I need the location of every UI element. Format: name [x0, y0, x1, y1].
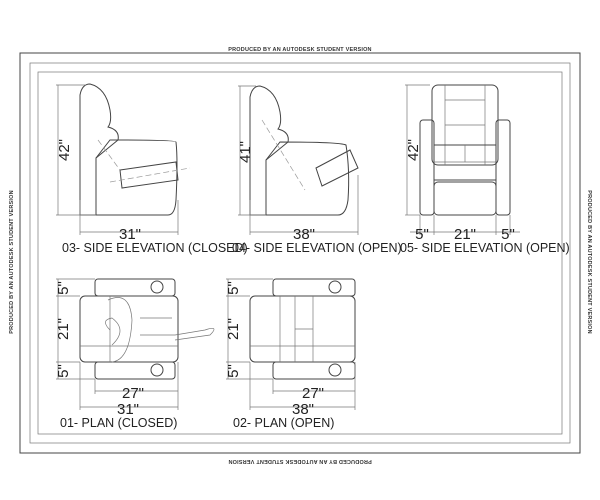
dim-height: 42"	[56, 139, 73, 161]
dim-arm-top: 5"	[225, 281, 242, 295]
view-side-elevation-05: 42" 5" 21" 5" 05- SIDE ELEVATION (OPEN)	[400, 84, 570, 255]
dim-overall: 31"	[117, 401, 139, 418]
view-title: 02- PLAN (OPEN)	[233, 416, 334, 430]
watermark-bottom: PRODUCED BY AN AUTODESK STUDENT VERSION	[228, 458, 371, 464]
dim-arm-top: 5"	[55, 281, 72, 295]
watermark-right: PRODUCED BY AN AUTODESK STUDENT VERSION	[586, 190, 592, 333]
view-plan-open: 5" 21" 5" 27" 38" 02- PLAN (OPEN)	[225, 278, 356, 430]
dim-seat: 21"	[225, 318, 242, 340]
middle-frame	[29, 62, 571, 444]
watermark-left: PRODUCED BY AN AUTODESK STUDENT VERSION	[9, 190, 15, 333]
inner-frame	[37, 71, 563, 435]
view-plan-closed: 5" 21" 5" 27" 31" 01- PLAN (CLOSED)	[55, 278, 215, 430]
dim-inner: 27"	[122, 385, 144, 402]
dim-arm-bottom: 5"	[55, 364, 72, 378]
dim-width: 31"	[119, 226, 141, 243]
dim-seat: 21"	[454, 226, 476, 243]
dim-height: 42"	[405, 139, 422, 161]
dim-seat: 21"	[55, 318, 72, 340]
dim-arm-bottom: 5"	[225, 364, 242, 378]
view-side-elevation-closed: 42" 31" 03- SIDE ELEVATION (CLOSED)	[56, 83, 248, 255]
dim-overall: 38"	[292, 401, 314, 418]
dim-height: 41"	[237, 141, 254, 163]
view-title: 03- SIDE ELEVATION (CLOSED)	[62, 241, 248, 255]
dim-arm-left: 5"	[415, 226, 429, 243]
dim-arm-right: 5"	[501, 226, 515, 243]
view-title: 04- SIDE ELEVATION (OPEN)	[232, 241, 402, 255]
dim-width: 38"	[293, 226, 315, 243]
outer-frame	[19, 52, 581, 454]
view-side-elevation-open: 41" 38" 04- SIDE ELEVATION (OPEN)	[232, 85, 402, 255]
view-title: 05- SIDE ELEVATION (OPEN)	[400, 241, 570, 255]
view-title: 01- PLAN (CLOSED)	[60, 416, 177, 430]
watermark-top: PRODUCED BY AN AUTODESK STUDENT VERSION	[228, 47, 371, 53]
dim-inner: 27"	[302, 385, 324, 402]
